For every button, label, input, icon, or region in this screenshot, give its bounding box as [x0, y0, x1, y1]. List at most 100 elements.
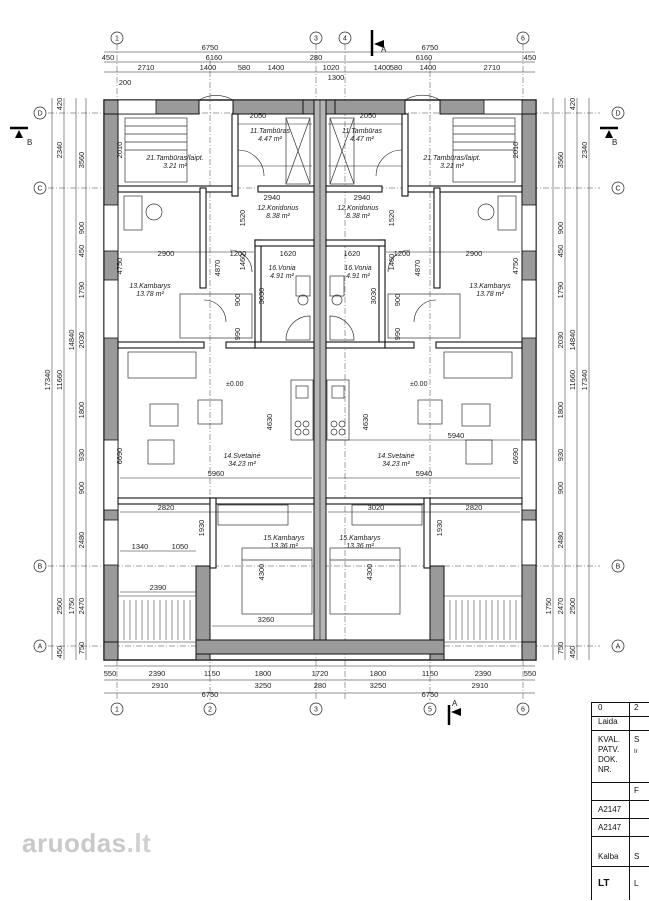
svg-text:4750: 4750: [115, 258, 124, 275]
svg-text:3020: 3020: [368, 503, 385, 512]
room-name-corridor-right: 12.Koridorius: [337, 205, 379, 212]
title-block-row-laida: Laida: [592, 716, 649, 730]
svg-text:2500: 2500: [55, 598, 64, 615]
grid-label-6: 6: [521, 36, 525, 43]
svg-text:2820: 2820: [466, 503, 483, 512]
svg-text:2500: 2500: [568, 598, 577, 615]
svg-text:6160: 6160: [416, 53, 433, 62]
doors: [198, 94, 441, 323]
svg-text:1620: 1620: [344, 249, 361, 258]
svg-text:4630: 4630: [265, 414, 274, 431]
room-name-tambur-right: 11.Tambūras: [342, 128, 383, 135]
svg-text:2820: 2820: [158, 503, 175, 512]
room-area-bath-left: 4.91 m²: [270, 273, 294, 280]
svg-text:2050: 2050: [250, 111, 267, 120]
svg-text:C: C: [37, 186, 42, 193]
room-area-living-left: 34.23 m²: [228, 461, 256, 468]
windows: [103, 99, 537, 566]
title-block-row-blank: F: [592, 782, 649, 800]
title-block-row-kalba: Kalba S: [592, 836, 649, 866]
svg-text:4870: 4870: [413, 260, 422, 277]
room-area-bed15-left: 13.36 m²: [270, 543, 298, 550]
svg-text:900: 900: [556, 222, 565, 235]
svg-text:1930: 1930: [435, 520, 444, 537]
svg-text:900: 900: [233, 294, 242, 307]
svg-text:14840: 14840: [67, 330, 76, 351]
dimensions-left: 17340 11660 14840 420 2340 2500 450 3560…: [43, 98, 87, 660]
svg-text:2910: 2910: [472, 681, 489, 690]
svg-text:D: D: [615, 111, 620, 118]
level-mark-left: ±0.00: [226, 381, 244, 388]
room-area-living-right: 34.23 m²: [382, 461, 410, 468]
svg-text:1750: 1750: [544, 598, 553, 615]
svg-text:3030: 3030: [257, 288, 266, 305]
svg-text:6750: 6750: [422, 690, 439, 699]
title-block-row-kval: KVAL. PATV. DOK. NR. S Ir: [592, 730, 649, 782]
svg-text:6160: 6160: [206, 53, 223, 62]
grid-bubbles-bottom: 1 2 3 5 6: [110, 702, 530, 716]
room-area-stair-left: 3.21 m²: [163, 163, 187, 170]
svg-text:420: 420: [55, 98, 64, 111]
svg-text:3260: 3260: [258, 615, 275, 624]
svg-text:3250: 3250: [370, 681, 387, 690]
svg-text:C: C: [615, 186, 620, 193]
svg-text:900: 900: [77, 222, 86, 235]
room-name-bed13-left: 13.Kambarys: [129, 283, 171, 290]
terraces: [117, 595, 523, 643]
dimensions-top: 6750 6750 6160 6160 450 450 280 2710 140…: [102, 43, 537, 87]
svg-text:2480: 2480: [556, 532, 565, 549]
svg-text:2470: 2470: [77, 598, 86, 615]
room-area-bath-right: 4.91 m²: [346, 273, 370, 280]
svg-text:1: 1: [115, 707, 119, 714]
svg-text:900: 900: [77, 482, 86, 495]
svg-text:1200: 1200: [394, 249, 411, 258]
interior-dims: 2050 2050 2940 2940 1620 1620 1200 1200 …: [115, 111, 520, 624]
bedroom-furniture: [123, 195, 517, 615]
svg-text:3560: 3560: [556, 152, 565, 169]
svg-text:580: 580: [238, 63, 251, 72]
interior-dim-lines: [120, 123, 520, 627]
svg-text:1460: 1460: [238, 254, 247, 271]
grid-label-4: 4: [343, 36, 347, 43]
exterior-walls: [103, 99, 537, 661]
svg-text:930: 930: [556, 449, 565, 462]
svg-text:930: 930: [77, 449, 86, 462]
room-area-bed13-right: 13.78 m²: [476, 291, 504, 298]
svg-text:1300: 1300: [328, 73, 345, 82]
title-block-divider: [629, 702, 630, 900]
section-mark-a-top: A: [381, 45, 387, 54]
watermark-logo: aruodas.lt: [22, 828, 152, 858]
svg-text:280: 280: [314, 681, 327, 690]
svg-text:5960: 5960: [208, 469, 225, 478]
svg-text:1520: 1520: [387, 210, 396, 227]
room-labels: 11.Tambūras 4.47 m² 11.Tambūras 4.47 m² …: [129, 128, 511, 550]
title-block-row-a2147-2: A2147: [592, 818, 649, 836]
svg-text:1150: 1150: [422, 669, 438, 678]
svg-text:2390: 2390: [475, 669, 492, 678]
room-area-tambur-right: 4.47 m²: [350, 136, 374, 143]
kitchen-fixtures: [290, 379, 350, 441]
grid-label-3: 3: [314, 36, 318, 43]
svg-text:2050: 2050: [360, 111, 377, 120]
room-name-stair-left: 21.Tambūras/laipt.: [145, 155, 203, 162]
svg-text:450: 450: [568, 646, 577, 659]
svg-text:2010: 2010: [115, 142, 124, 159]
room-name-bed13-right: 13.Kambarys: [469, 283, 511, 290]
section-mark-b-right: B: [612, 138, 617, 147]
svg-text:200: 200: [119, 78, 132, 87]
svg-text:4300: 4300: [365, 564, 374, 581]
svg-text:1790: 1790: [556, 282, 565, 299]
svg-text:2030: 2030: [556, 332, 565, 349]
svg-text:450: 450: [77, 245, 86, 258]
svg-text:450: 450: [524, 53, 537, 62]
svg-text:2470: 2470: [556, 598, 565, 615]
grid-bubbles-sides: D C B A D C B A: [33, 106, 625, 653]
svg-text:5940: 5940: [448, 431, 465, 440]
svg-text:450: 450: [102, 53, 115, 62]
svg-text:6: 6: [521, 707, 525, 714]
dimensions-right: 17340 11660 14840 420 2340 2500 450 3560…: [544, 98, 590, 660]
level-mark-right: ±0.00: [410, 381, 428, 388]
svg-text:1790: 1790: [77, 282, 86, 299]
